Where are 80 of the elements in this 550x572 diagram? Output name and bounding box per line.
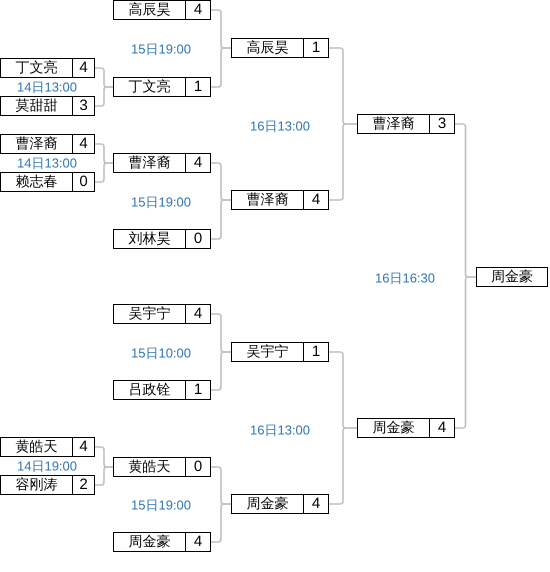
match-score: 4 (185, 154, 210, 172)
player-name: 刘林昊 (128, 230, 172, 248)
match-score: 1 (303, 343, 328, 361)
player-name: 吴宇宁 (246, 343, 290, 361)
match-score: 4 (72, 59, 94, 77)
match-score: 4 (72, 438, 94, 456)
player-name: 吕政铨 (128, 381, 172, 399)
match-entry (113, 380, 211, 400)
match-score: 4 (185, 1, 210, 19)
bracket-line (95, 86, 113, 107)
match-time: 16日13:00 (250, 118, 310, 134)
match-entry (231, 38, 329, 58)
match-entry (231, 190, 329, 210)
player-name: 曹泽裔 (128, 154, 172, 172)
match-time: 14日13:00 (17, 80, 77, 94)
match-time: 15日10:00 (131, 346, 191, 360)
match-entry (231, 494, 329, 514)
bracket-line (211, 503, 231, 543)
player-name: 周金豪 (128, 533, 172, 551)
bracket-line (95, 162, 113, 183)
player-name: 莫甜甜 (14, 97, 58, 115)
match-score: 4 (429, 419, 454, 437)
match-entry (0, 475, 95, 495)
match-score: 4 (72, 135, 94, 153)
bracket-line (455, 276, 476, 429)
player-name: 曹泽裔 (246, 191, 290, 209)
match-score: 1 (303, 39, 328, 57)
match-score: 2 (72, 476, 94, 494)
match-entry (0, 134, 95, 154)
match-score: 3 (72, 97, 94, 115)
match-entry (357, 114, 455, 134)
match-time: 16日13:00 (250, 422, 310, 438)
player-name: 周金豪 (490, 268, 534, 286)
match-entry (113, 229, 211, 249)
match-score: 1 (185, 78, 210, 96)
match-score: 0 (185, 230, 210, 248)
match-time: 15日19:00 (131, 42, 191, 56)
match-time: 14日19:00 (17, 458, 77, 474)
player-name: 周金豪 (246, 495, 290, 513)
player-name: 曹泽裔 (14, 135, 58, 153)
match-entry (0, 172, 95, 192)
match-score: 1 (185, 381, 210, 399)
match-score: 0 (72, 173, 94, 191)
match-entry (0, 437, 95, 457)
bracket-line (211, 47, 231, 88)
player-name: 容刚涛 (14, 476, 58, 494)
match-score: 4 (185, 533, 210, 551)
match-entry (113, 457, 211, 477)
player-name: 曹泽裔 (372, 115, 416, 133)
player-name: 周金豪 (372, 419, 416, 437)
player-name: 吴宇宁 (128, 305, 172, 323)
match-score: 4 (303, 495, 328, 513)
bracket-line (211, 199, 231, 240)
match-entry (0, 96, 95, 116)
match-entry (113, 77, 211, 97)
match-time: 16日16:30 (375, 270, 435, 286)
player-name: 黄皓天 (14, 438, 58, 456)
player-name: 丁文亮 (14, 59, 58, 77)
bracket-line (211, 351, 231, 391)
match-entry (113, 304, 211, 324)
match-entry (113, 0, 211, 20)
player-name: 高辰昊 (246, 39, 290, 57)
player-name: 高辰昊 (128, 1, 172, 19)
match-time: 14日13:00 (17, 156, 77, 170)
match-score: 4 (185, 305, 210, 323)
bracket-line (95, 466, 113, 486)
match-score: 4 (303, 191, 328, 209)
match-time: 15日19:00 (131, 498, 191, 512)
match-time: 15日19:00 (131, 194, 191, 210)
match-entry (231, 342, 329, 362)
match-entry (476, 267, 548, 287)
player-name: 黄皓天 (128, 458, 172, 476)
match-entry (0, 58, 95, 78)
player-name: 赖志春 (14, 173, 58, 191)
match-score: 0 (185, 458, 210, 476)
match-score: 3 (429, 115, 454, 133)
match-entry (357, 418, 455, 438)
player-name: 丁文亮 (128, 78, 172, 96)
match-entry (113, 153, 211, 173)
match-entry (113, 532, 211, 552)
